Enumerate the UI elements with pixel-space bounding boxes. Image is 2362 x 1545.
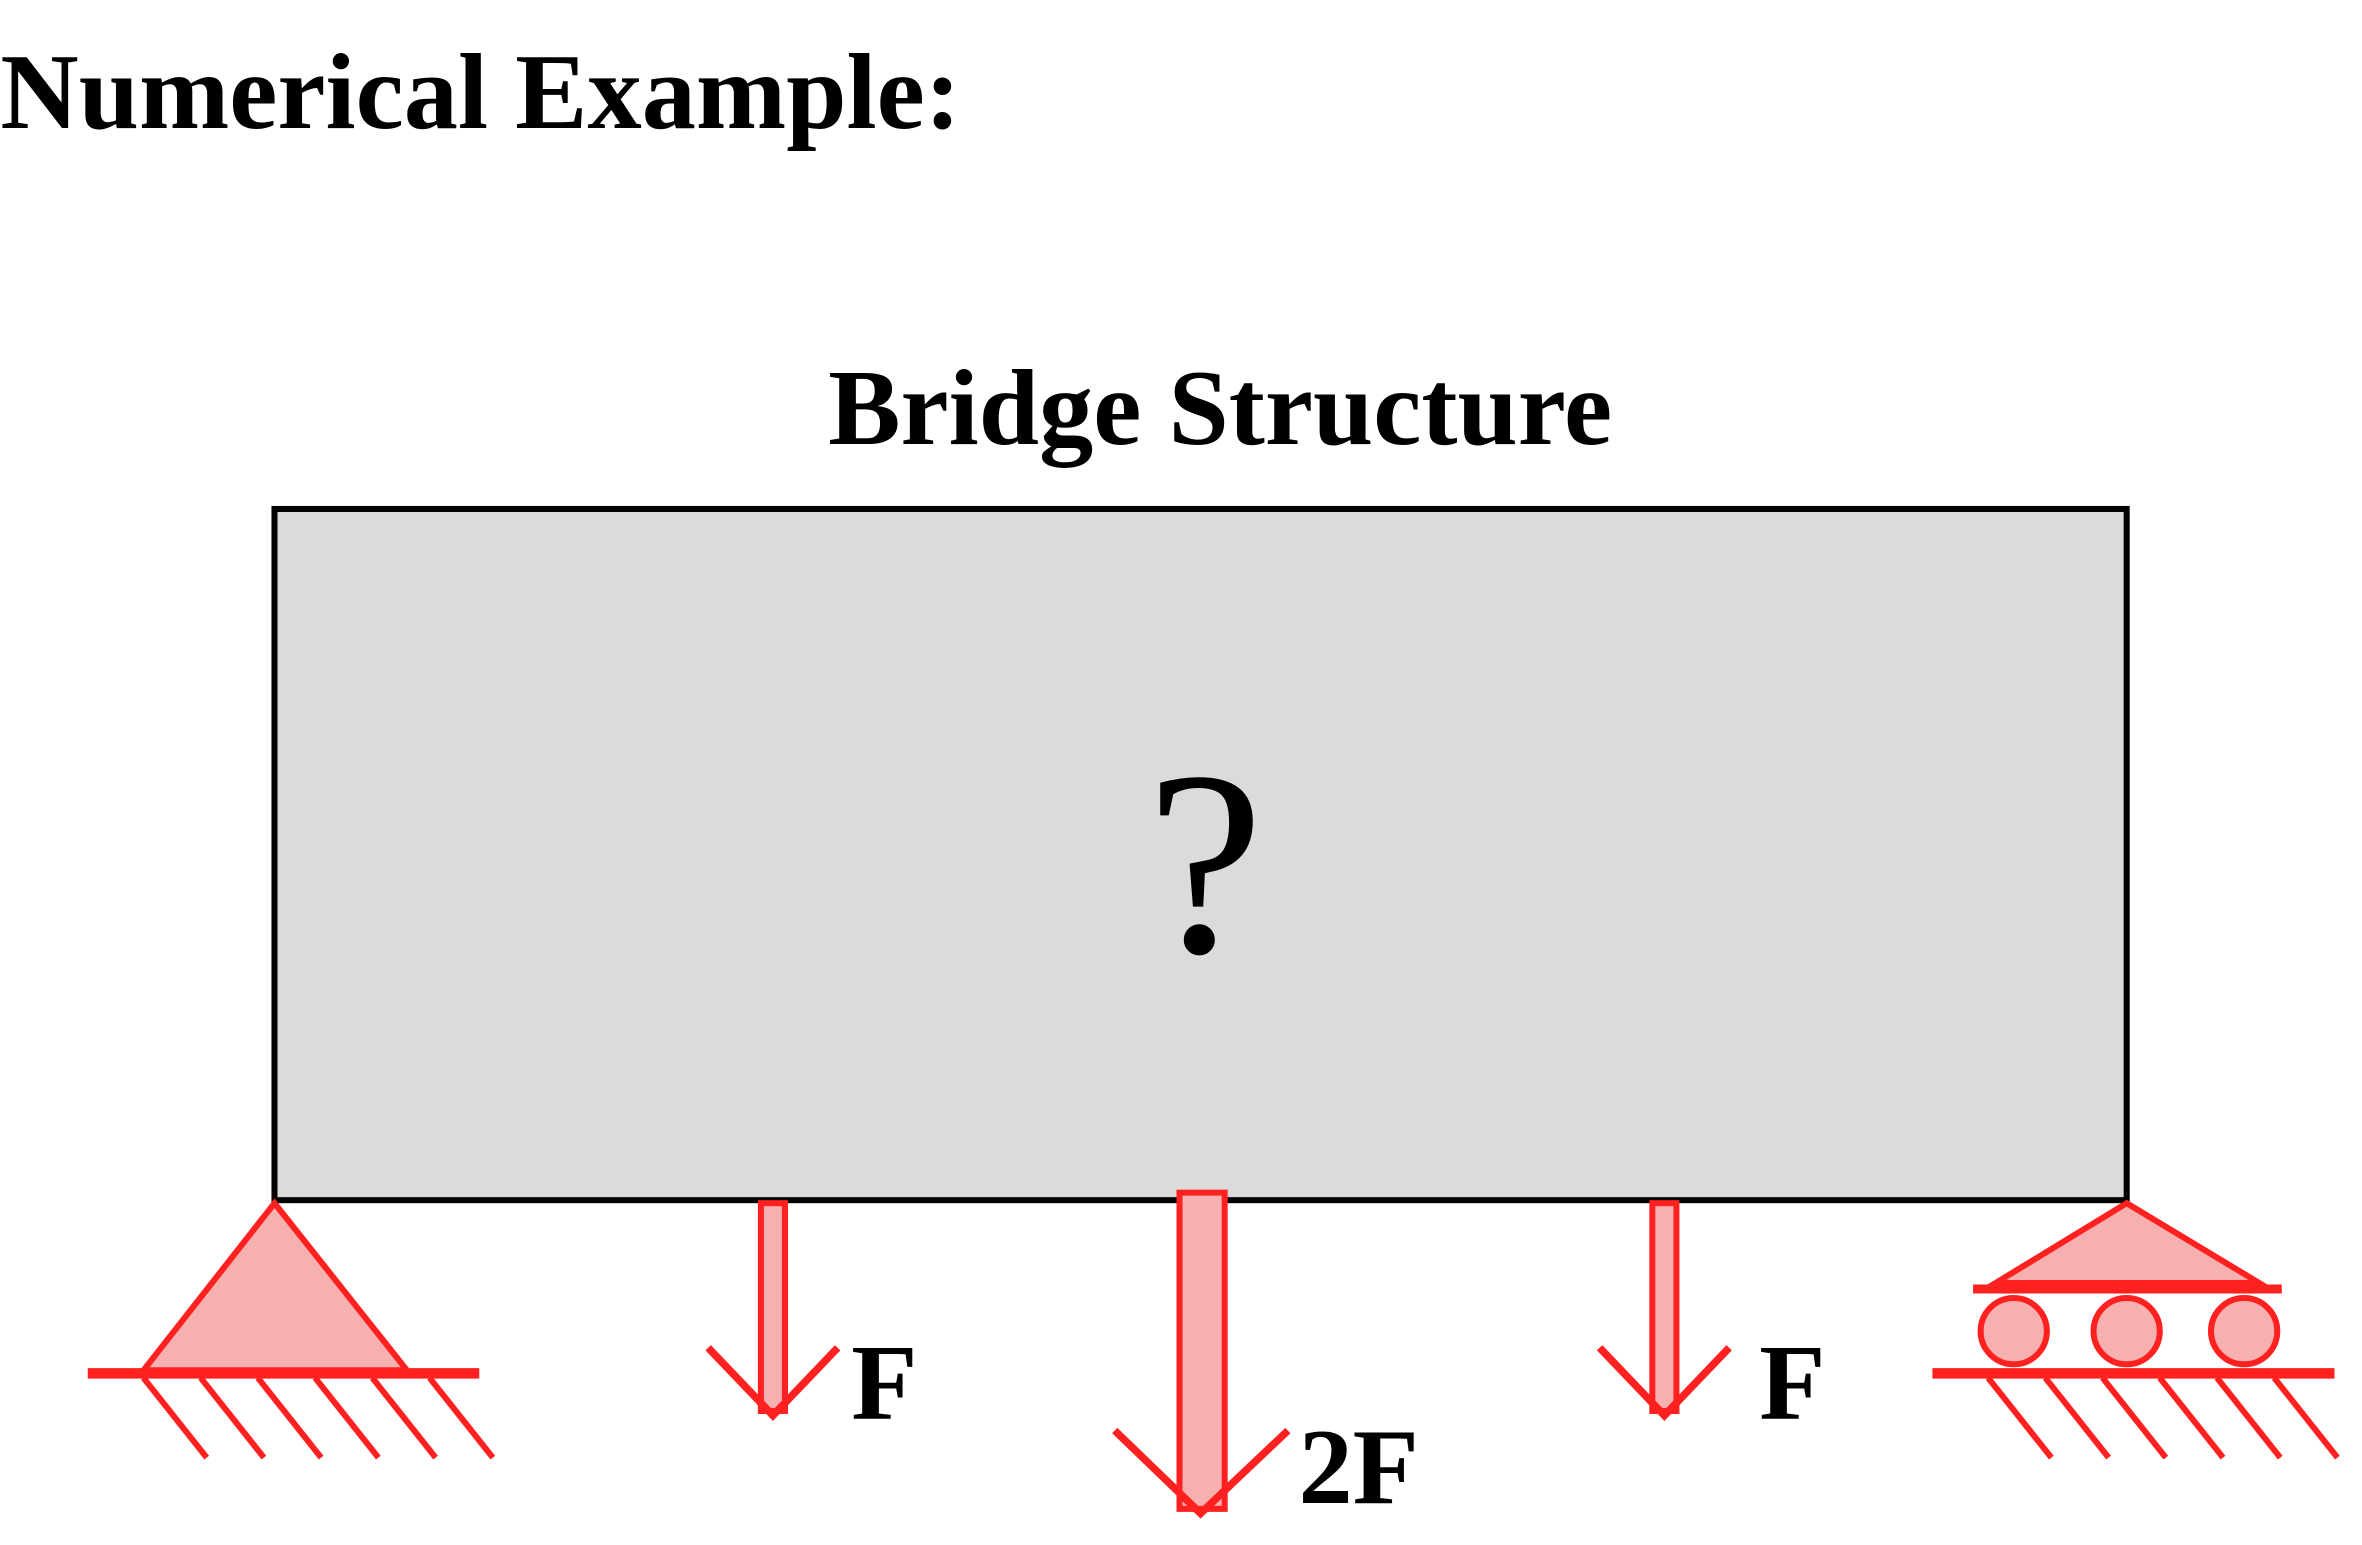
load-label-right: F: [1759, 1323, 1825, 1443]
load-arrow-right: [1596, 1200, 1732, 1421]
diagram-title: Bridge Structure: [828, 348, 1612, 468]
load-label-center: 2F: [1298, 1407, 1418, 1527]
bridge-design-domain: [271, 505, 2130, 1204]
load-label-left: F: [851, 1323, 917, 1443]
roller-support-right: [1932, 1199, 2340, 1460]
load-arrow-left: [705, 1200, 841, 1421]
page-heading: Numerical Example:: [0, 32, 960, 152]
load-arrow-center: [1112, 1189, 1291, 1519]
unknown-structure-mark: ?: [1147, 718, 1264, 1010]
pin-support-left: [87, 1198, 496, 1460]
